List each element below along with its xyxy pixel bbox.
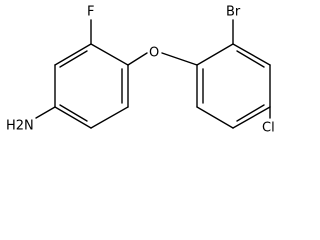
ring-a-double-2 [59,104,88,122]
amine-label: H2N [6,119,34,134]
chemical-structure: F O Br H2N Cl [6,5,275,136]
ring-b-bond-4 [232,106,271,129]
ring-b-bond-2 [232,43,271,66]
ring-a-bond-4 [54,106,92,129]
ring-a-double-3 [59,50,88,68]
chlorophenyl-ring [196,43,271,129]
bond-c-o-left [127,52,148,66]
ring-b-bond-5 [196,106,234,129]
bond-o-c-right [161,52,198,66]
ring-a-bond-3 [90,106,129,129]
oxygen-label: O [149,46,159,61]
ring-b-bond-1 [196,43,234,66]
bromine-label: Br [226,5,241,20]
ring-b-double-1 [236,50,265,68]
chlorine-label: Cl [262,121,275,136]
bond-c-n [35,106,56,119]
aniline-ring [54,43,129,129]
ring-b-double-2 [236,104,265,122]
ring-a-bond-6 [54,43,92,66]
fluorine-label: F [87,5,94,20]
ring-a-bond-1 [90,43,129,66]
